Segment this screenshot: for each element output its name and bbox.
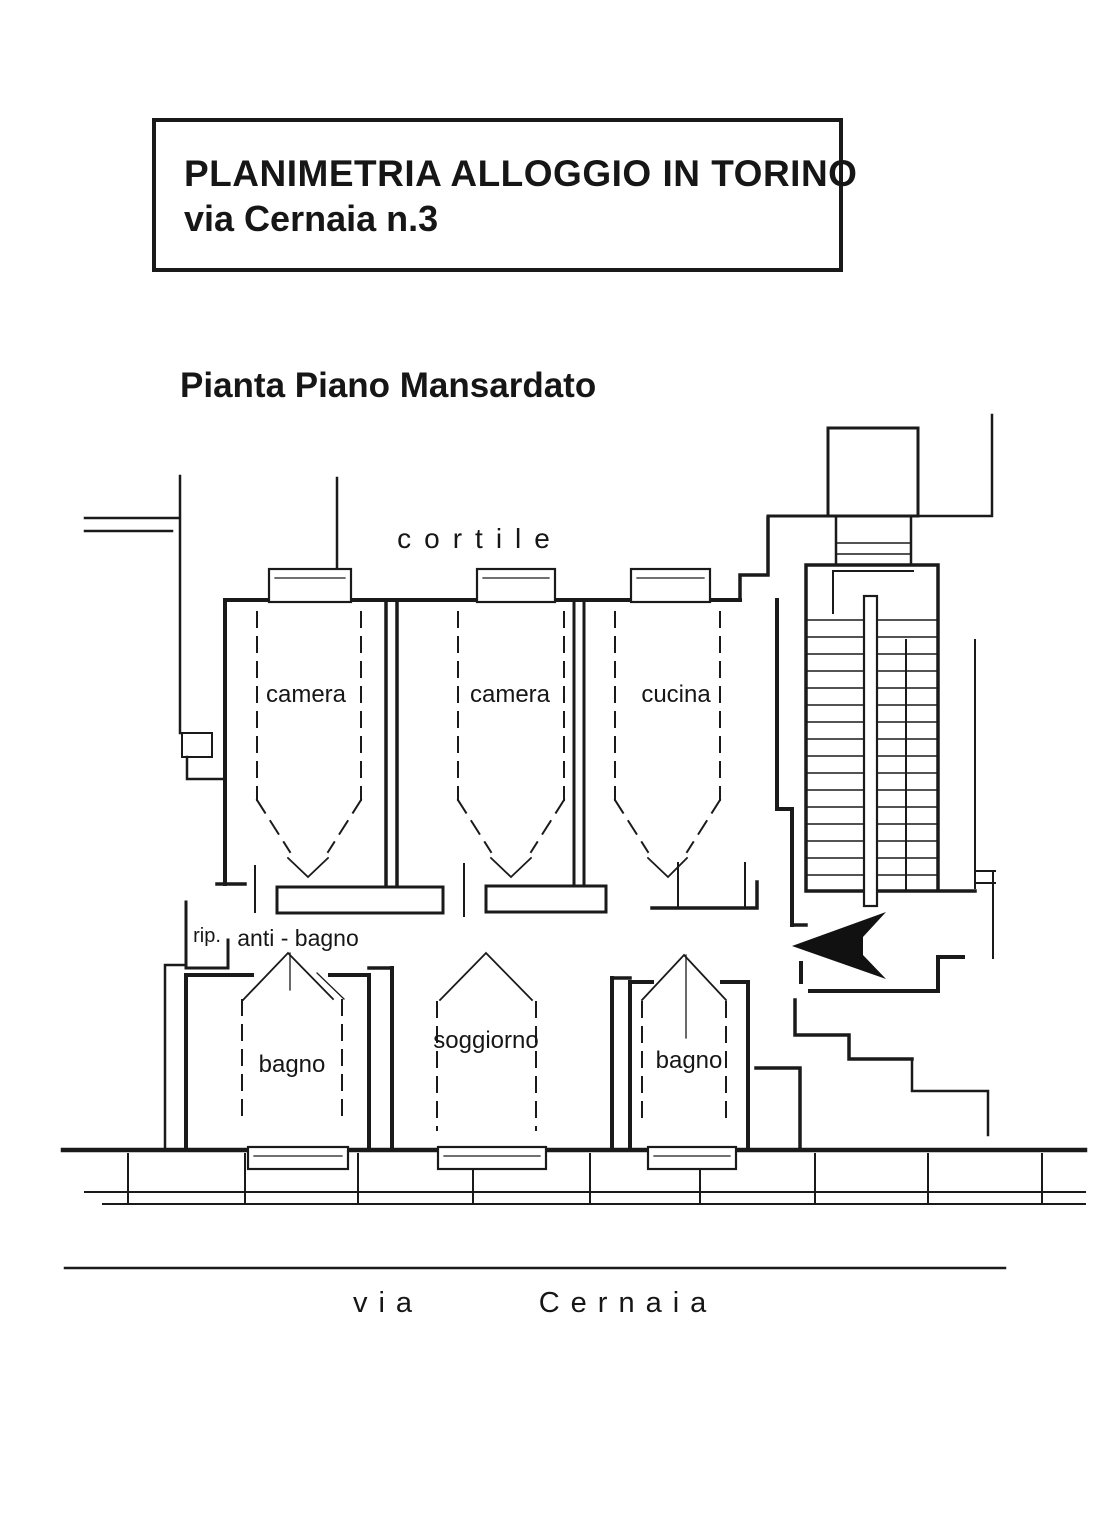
room-label-ripostiglio: rip. [193, 925, 221, 947]
title-box: PLANIMETRIA ALLOGGIO IN TORINO via Cerna… [152, 118, 858, 272]
window [646, 1145, 738, 1171]
street-label-via: via [353, 1287, 423, 1319]
corridor-sill-block [275, 885, 445, 915]
room-label-soggiorno: soggiorno [433, 1027, 538, 1054]
plan-title-address: via Cernaia n.3 [184, 198, 439, 240]
window [246, 1145, 350, 1171]
floor-plan-walls [60, 413, 1088, 1270]
entrance-arrow-icon [792, 912, 886, 979]
mansard-slope-lines [241, 611, 727, 1131]
room-label-camera-1: camera [266, 681, 347, 708]
courtyard-label: cortile [397, 523, 563, 554]
window [475, 567, 557, 604]
stair-stringer [862, 594, 879, 908]
plan-title: PLANIMETRIA ALLOGGIO IN TORINO [184, 153, 858, 194]
room-label-anti-bagno: anti - bagno [237, 925, 358, 951]
room-label-bagno-1: bagno [259, 1051, 326, 1078]
stair-landing-box [826, 426, 920, 518]
room-label-bagno-2: bagno [656, 1047, 723, 1074]
window [267, 567, 353, 604]
wall-notch [181, 732, 213, 758]
room-label-camera-2: camera [470, 681, 551, 708]
window [436, 1145, 548, 1171]
street-label-cernaia: Cernaia [539, 1287, 718, 1319]
corridor-sill-block [484, 884, 608, 914]
room-label-cucina: cucina [641, 681, 711, 708]
window [629, 567, 712, 604]
plan-subtitle: Pianta Piano Mansardato [180, 366, 597, 405]
